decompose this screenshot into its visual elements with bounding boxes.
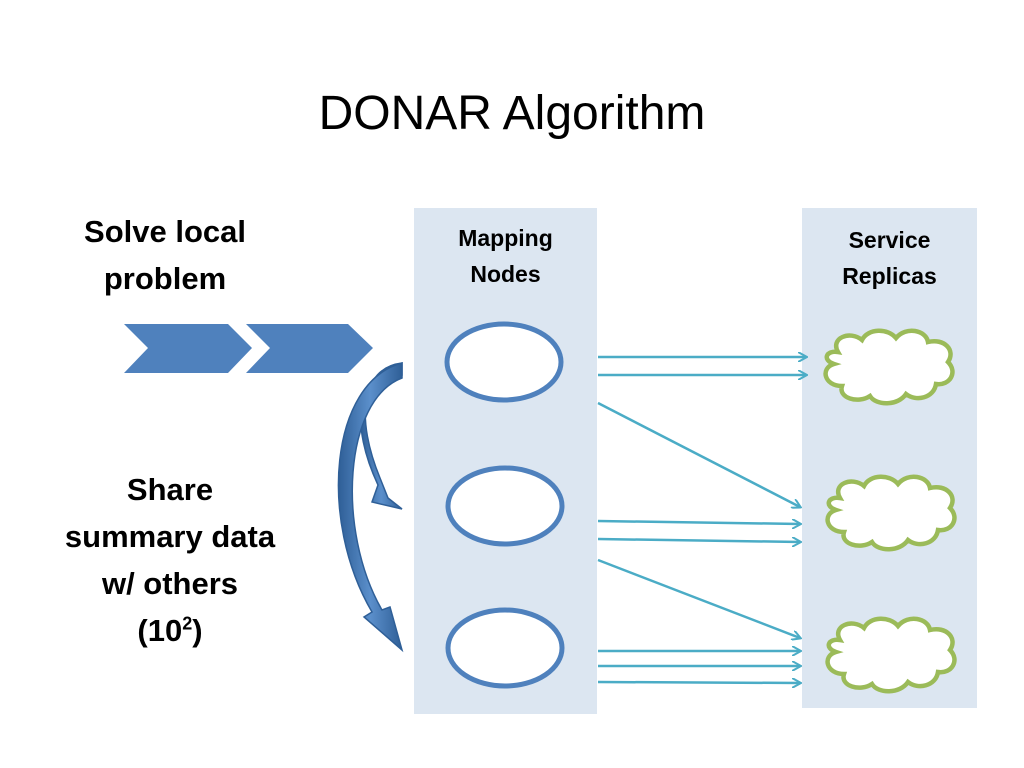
solve-label-line2: problem bbox=[103, 261, 227, 296]
mapping-nodes-label: Mapping Nodes bbox=[414, 220, 597, 292]
share-label-base: (10 bbox=[137, 613, 183, 648]
service-replica-cloud-1 bbox=[823, 328, 955, 406]
connection-arrow-n3-r3c bbox=[597, 682, 800, 683]
chevron-arrow-1 bbox=[124, 324, 252, 373]
solve-label-line1: Solve local bbox=[84, 214, 246, 249]
replicas-label-line2: Replicas bbox=[842, 263, 937, 289]
share-label-close: ) bbox=[192, 613, 203, 648]
slide-title: DONAR Algorithm bbox=[318, 87, 706, 140]
connection-arrow-n2-r2b bbox=[597, 539, 800, 542]
share-summary-label: Share summary data w/ others (102) bbox=[40, 466, 300, 654]
service-replica-cloud-2 bbox=[825, 474, 957, 552]
mapping-node-1 bbox=[444, 321, 564, 403]
share-label-line3: w/ others bbox=[101, 566, 239, 601]
mapping-label-line2: Nodes bbox=[470, 261, 541, 287]
connection-arrow-n2-r2a bbox=[597, 521, 800, 524]
share-label-line2: summary data bbox=[64, 519, 276, 554]
chevron-arrow-2 bbox=[246, 324, 373, 373]
share-label-exponent: 2 bbox=[182, 613, 193, 634]
mapping-label-line1: Mapping bbox=[458, 225, 553, 251]
share-label-line4: (102) bbox=[40, 607, 300, 654]
replicas-label-line1: Service bbox=[848, 227, 931, 253]
service-replicas-label: Service Replicas bbox=[802, 222, 977, 294]
connection-arrow-n1-r2 bbox=[597, 401, 800, 507]
mapping-node-3 bbox=[445, 607, 565, 689]
connection-arrow-n2-r3 bbox=[597, 558, 800, 638]
service-replica-cloud-3 bbox=[825, 616, 957, 694]
curved-arrow-long bbox=[337, 362, 404, 653]
solve-local-problem-label: Solve local problem bbox=[50, 208, 280, 302]
share-label-line1: Share bbox=[126, 472, 214, 507]
mapping-node-2 bbox=[445, 465, 565, 547]
